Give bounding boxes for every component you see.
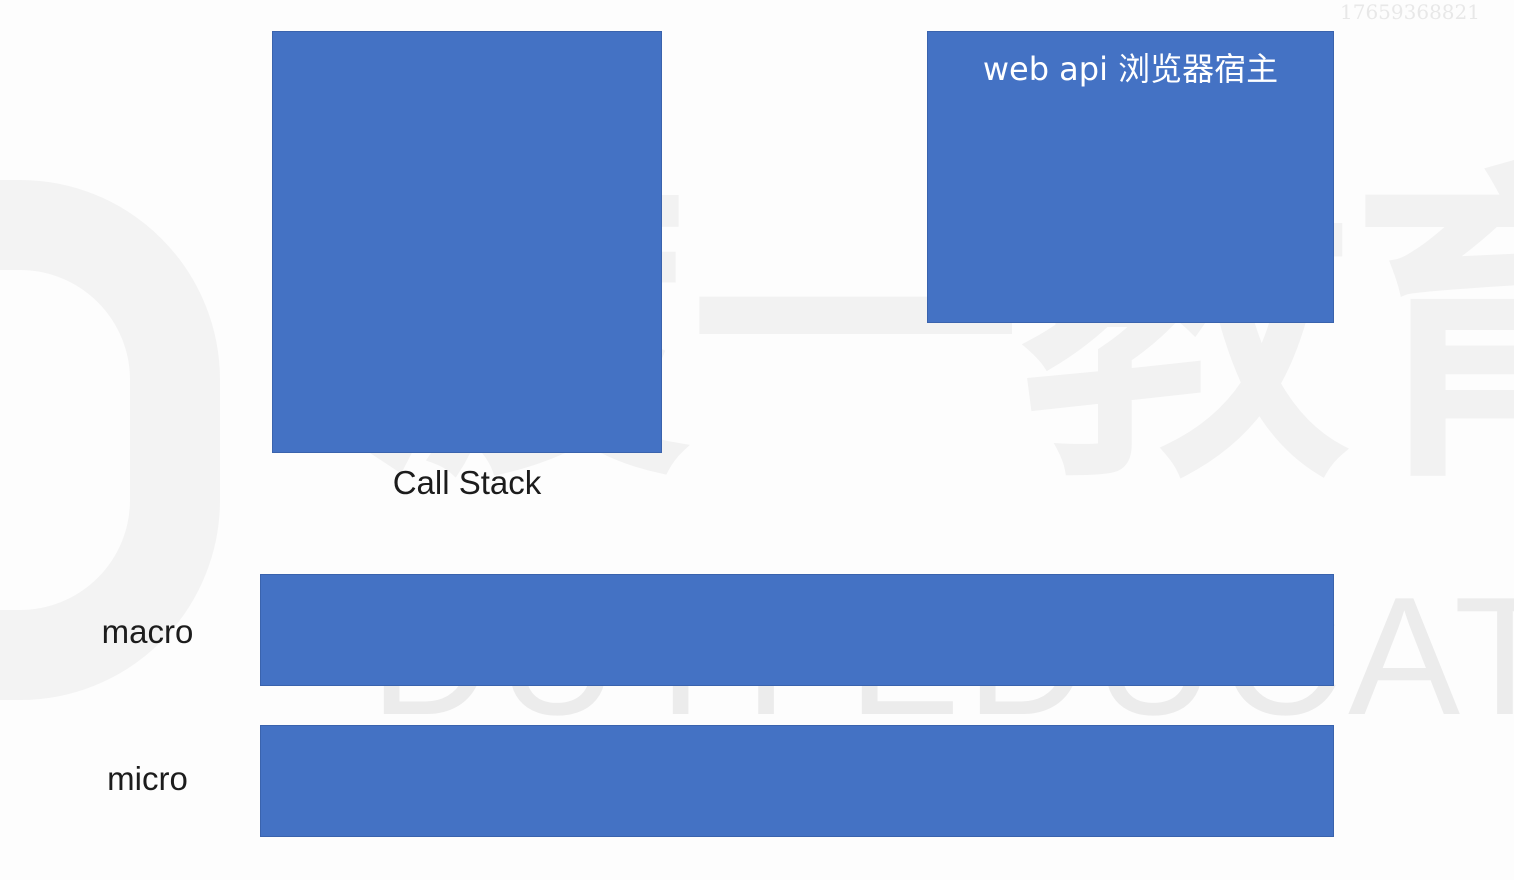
web-api-title: web api 浏览器宿主 (982, 50, 1279, 88)
micro-task-queue-box (260, 725, 1334, 837)
macro-queue-label: macro (101, 613, 194, 650)
call-stack-label: Call Stack (392, 464, 542, 501)
call-stack-box (272, 31, 662, 453)
watermark-id-stamp: 17659368821 (1340, 0, 1480, 24)
macro-task-queue-box (260, 574, 1334, 686)
micro-queue-label: micro (107, 760, 188, 797)
web-api-box: web api 浏览器宿主 (927, 31, 1334, 323)
